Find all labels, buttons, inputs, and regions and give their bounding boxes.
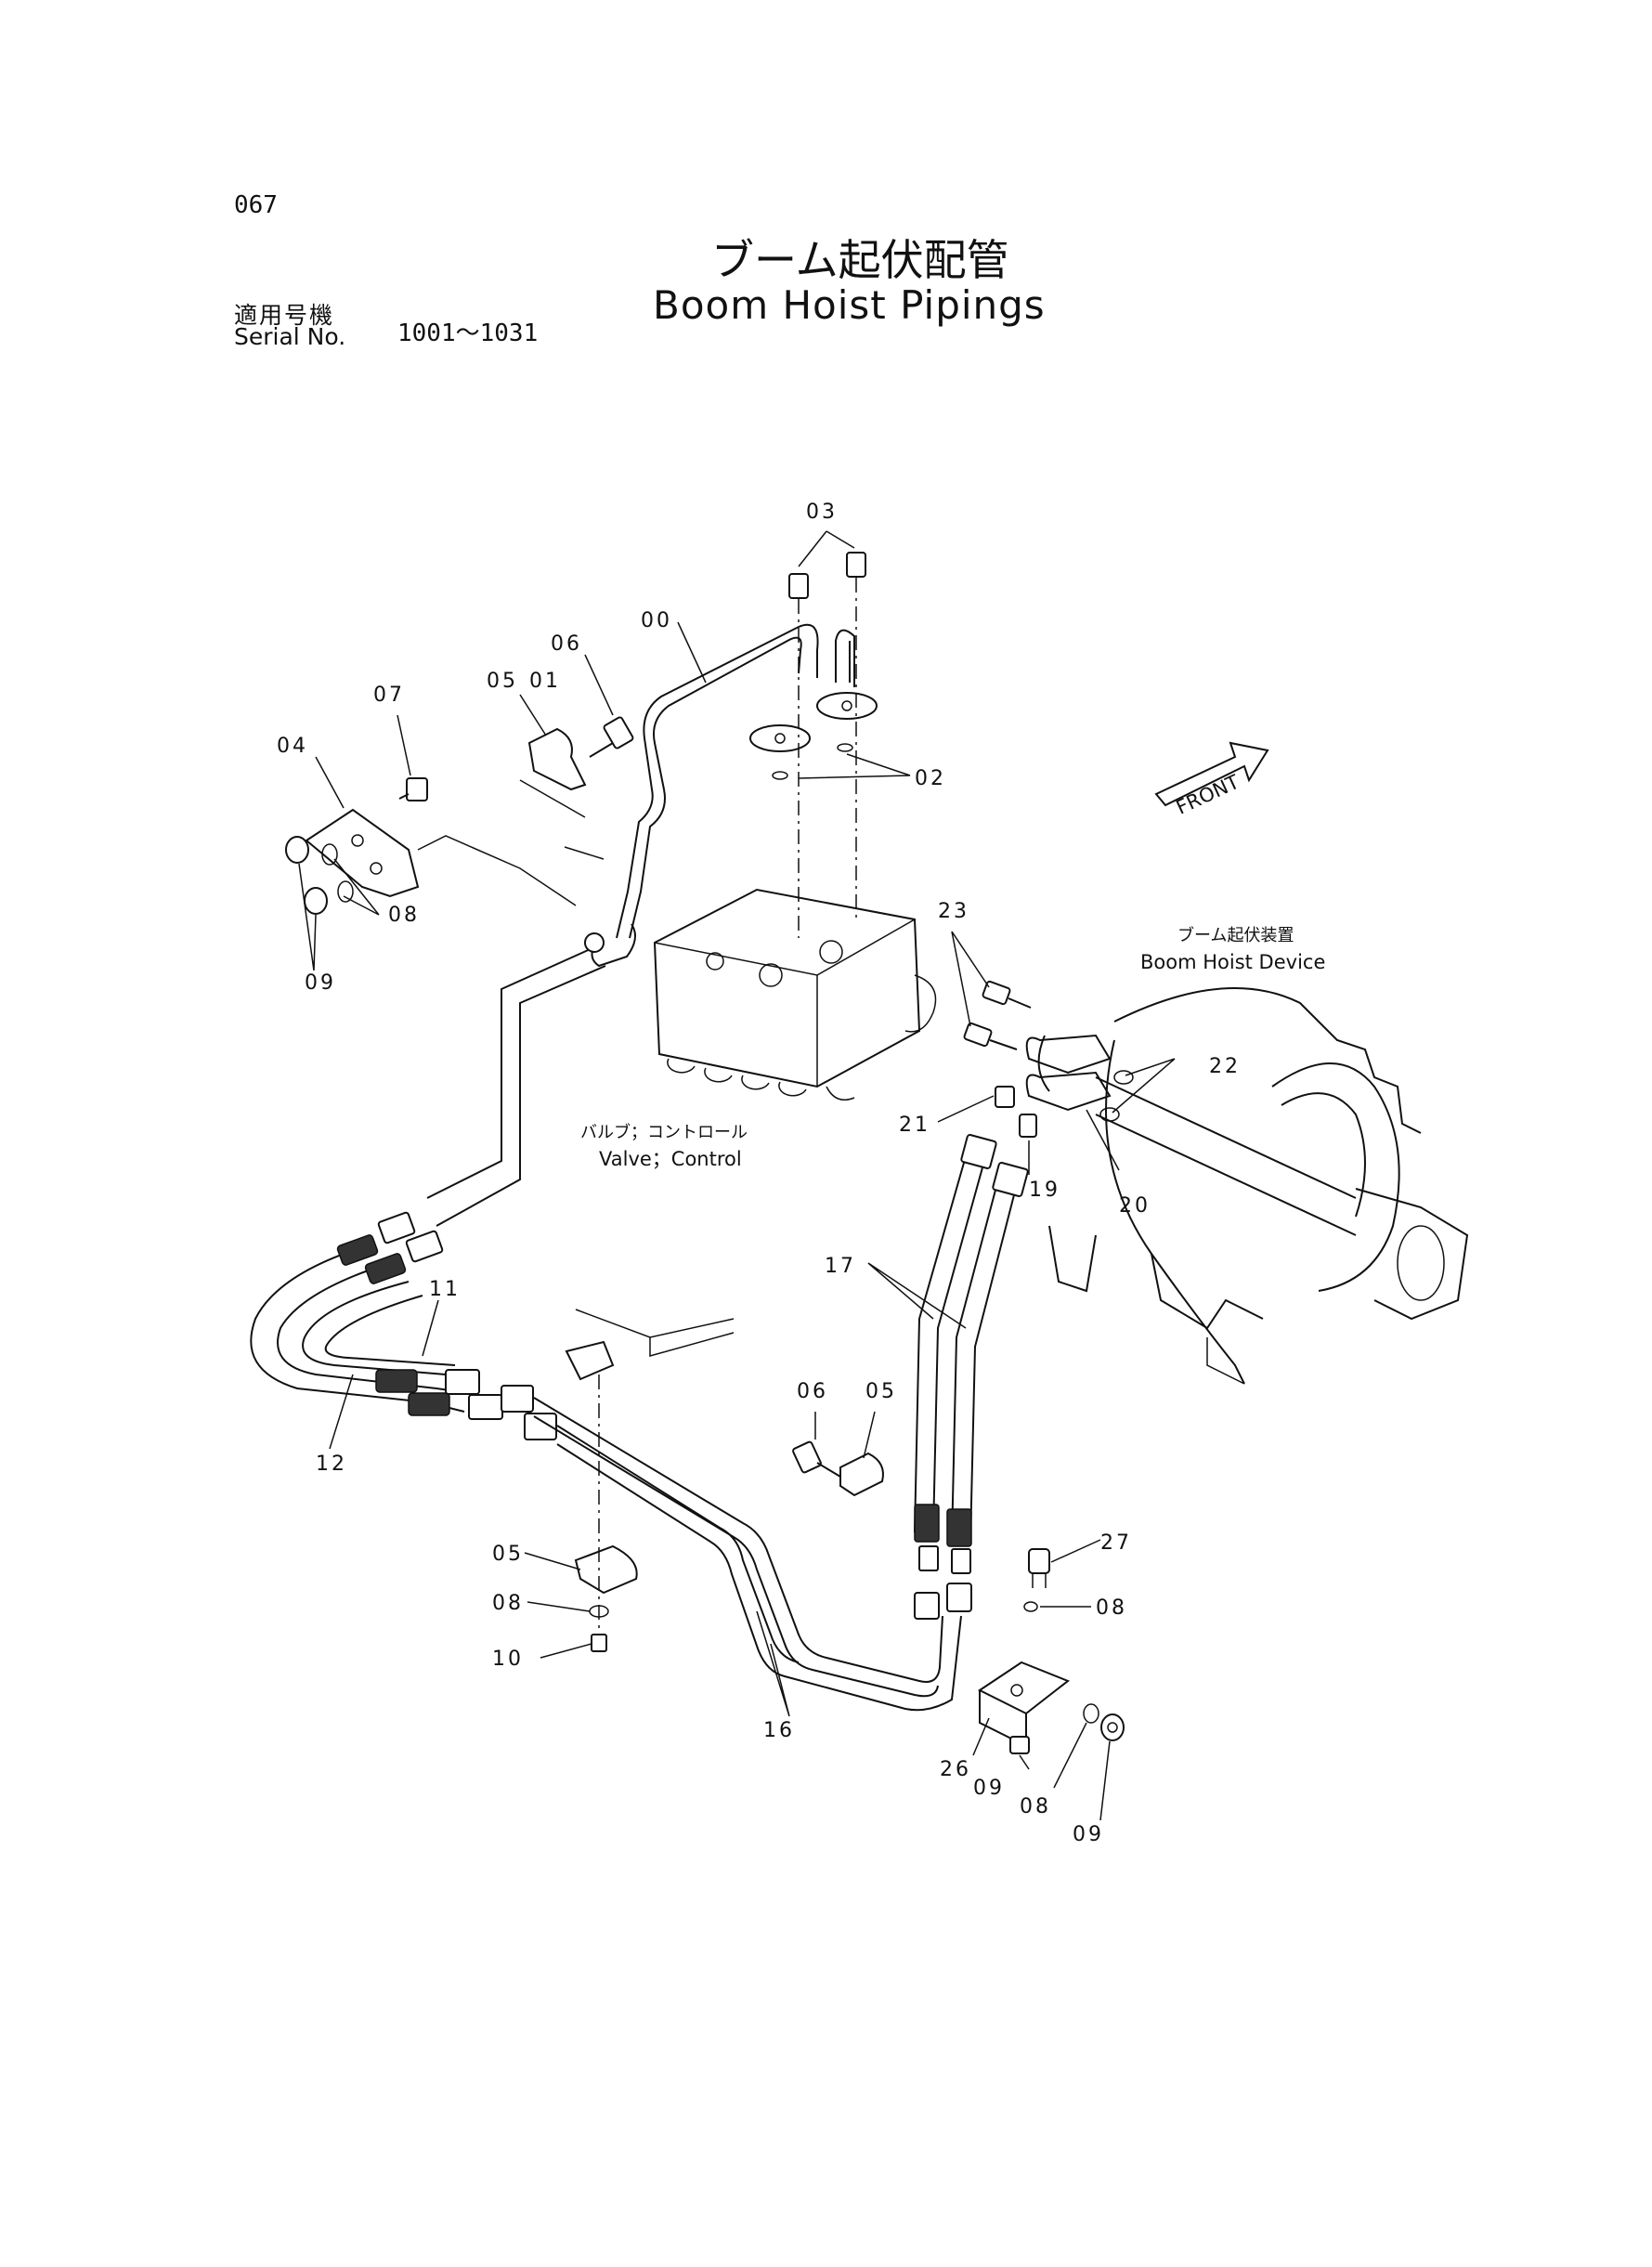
page-number: 067 (234, 191, 278, 219)
leader-lines (298, 530, 1176, 1821)
serial-label-japanese: 適用号機 (234, 302, 335, 329)
tube-00-drawing (616, 623, 878, 939)
boom-hoist-device-drawing (1048, 987, 1469, 1385)
part-label-10: 10 (492, 1648, 524, 1671)
plate-04-drawing (285, 808, 577, 915)
hoses-11-12-drawing (250, 1211, 557, 1440)
part-label-07: 07 (373, 684, 405, 707)
part-label-08-right: 08 (1096, 1596, 1127, 1620)
part-label-23: 23 (938, 900, 969, 923)
part-label-19: 19 (1029, 1179, 1060, 1202)
part-label-00: 00 (641, 609, 672, 632)
valve-caption-english: Valve；Control (599, 1148, 742, 1170)
clamp-05-bottom-drawing (792, 1440, 884, 1497)
tube-01-drawing (426, 923, 636, 1227)
part-label-08-left: 08 (492, 1592, 524, 1615)
part-label-27: 27 (1100, 1531, 1132, 1555)
control-valve-drawing (653, 888, 937, 1101)
part-label-16: 16 (763, 1719, 795, 1742)
part-label-09-bracket: 09 (973, 1777, 1005, 1800)
part-label-05-middle: 05 (865, 1380, 897, 1403)
part-label-09-bottom: 09 (1073, 1823, 1104, 1846)
valve-caption-japanese: バルブ；コントロール (580, 1122, 748, 1142)
part-label-12: 12 (316, 1453, 347, 1476)
title-english: Boom Hoist Pipings (653, 282, 1046, 328)
part-label-06-top: 06 (551, 632, 582, 656)
part-label-08-bottom: 08 (1020, 1795, 1051, 1818)
bolts-drawing (398, 552, 866, 938)
device-caption-english: Boom Hoist Device (1140, 951, 1325, 973)
front-arrow: FRONT (1154, 741, 1269, 819)
title-japanese: ブーム起伏配管 (711, 235, 1009, 285)
part-label-11: 11 (429, 1278, 461, 1301)
part-label-26: 26 (940, 1758, 971, 1781)
part-label-20: 20 (1119, 1194, 1151, 1218)
part-label-05-bottom: 05 (492, 1543, 524, 1566)
part-label-22: 22 (1209, 1055, 1241, 1078)
part-label-03: 03 (806, 501, 838, 524)
bracket-bottom-left-drawing (565, 1309, 735, 1652)
flanges-20-drawing (963, 980, 1134, 1138)
front-arrow-label: FRONT (1173, 771, 1242, 819)
serial-range: 1001～1031 (397, 319, 539, 347)
part-label-02: 02 (915, 767, 946, 790)
part-label-21: 21 (899, 1114, 930, 1137)
part-label-06-bottom: 06 (797, 1380, 828, 1403)
bracket-26-drawing (978, 1548, 1125, 1754)
part-label-04: 04 (277, 735, 308, 758)
part-label-17: 17 (825, 1255, 856, 1278)
hoses-17-drawing (914, 1134, 1029, 1620)
part-label-09-plate: 09 (305, 971, 336, 995)
clamp-05-top-drawing (519, 727, 587, 818)
serial-label-english: Serial No. (234, 323, 346, 350)
tubes-16-drawing (533, 1397, 962, 1712)
part-label-01: 01 (529, 670, 561, 693)
device-caption-japanese: ブーム起伏装置 (1177, 925, 1294, 945)
part-label-08-plate: 08 (388, 904, 420, 927)
part-label-05-top: 05 (487, 670, 518, 693)
